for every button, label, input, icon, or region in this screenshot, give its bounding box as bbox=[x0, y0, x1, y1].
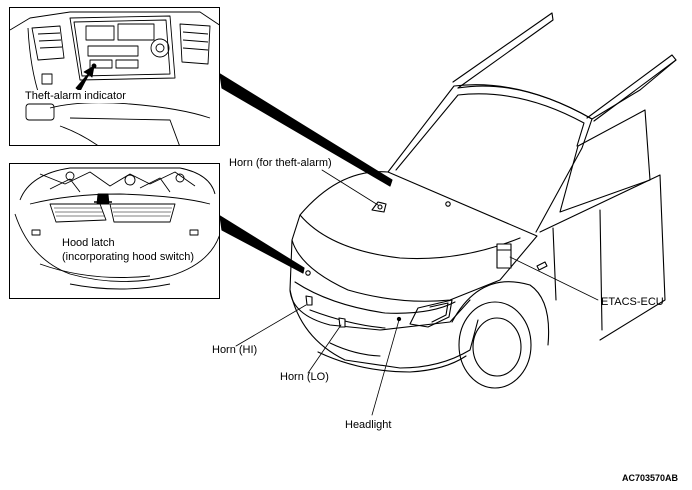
etacs-ecu-component bbox=[496, 243, 512, 269]
theft-alarm-indicator-label: Theft-alarm indicator bbox=[24, 90, 127, 103]
figure-code: AC703570AB bbox=[622, 473, 679, 483]
theft-horn-mount bbox=[377, 204, 383, 210]
inset-dashboard: Theft-alarm indicator bbox=[9, 7, 220, 146]
wheel-arch bbox=[451, 281, 550, 346]
roof-rail-right bbox=[586, 54, 677, 122]
label-headlight: Headlight bbox=[345, 419, 392, 431]
leader-horn-lo bbox=[307, 324, 342, 374]
inset-pointer-top bbox=[219, 73, 393, 187]
side-body bbox=[539, 174, 666, 341]
label-horn-hi: Horn (HI) bbox=[212, 344, 258, 356]
leader-theft-horn bbox=[321, 169, 379, 206]
bumper-lower bbox=[317, 351, 467, 373]
label-etacs-ecu: ETACS-ECU bbox=[601, 296, 664, 308]
headlight-lens bbox=[429, 302, 449, 323]
fog-area bbox=[329, 342, 381, 357]
door-line bbox=[552, 209, 603, 331]
grille-lower bbox=[309, 309, 386, 329]
windshield-inner bbox=[395, 93, 585, 171]
front-wheel bbox=[458, 301, 532, 389]
side-window bbox=[559, 109, 651, 213]
front-bumper bbox=[289, 289, 479, 369]
roof-rail-left bbox=[452, 12, 554, 89]
side-marker bbox=[536, 261, 548, 271]
hood-point bbox=[445, 201, 451, 207]
label-horn-lo: Horn (LO) bbox=[280, 371, 329, 383]
leader-horn-hi bbox=[235, 304, 307, 347]
horn-lo-component bbox=[338, 317, 346, 328]
theft-horn-component bbox=[371, 201, 387, 213]
headlight-housing bbox=[409, 299, 453, 328]
leader-headlight bbox=[371, 319, 400, 416]
inset-pointer-bottom bbox=[219, 215, 305, 274]
dashboard-drawing bbox=[10, 11, 219, 145]
label-horn-theft-alarm: Horn (for theft-alarm) bbox=[229, 157, 332, 169]
hood-crease bbox=[299, 214, 521, 260]
leader-etacs bbox=[509, 256, 599, 301]
engine-bay-drawing bbox=[14, 167, 219, 290]
grille-upper bbox=[294, 281, 456, 314]
inset-engine-bay: Hood latch (incorporating hood switch) bbox=[9, 163, 220, 299]
hood-latch-label-line2: (incorporating hood switch) bbox=[61, 251, 196, 264]
windshield bbox=[387, 84, 593, 233]
horn-hi-component bbox=[305, 295, 313, 306]
a-pillar bbox=[591, 59, 677, 120]
hood-latch-label-line1: Hood latch bbox=[61, 237, 116, 250]
hood-latch-point bbox=[305, 270, 311, 276]
leader-lines bbox=[235, 169, 599, 416]
hood bbox=[291, 171, 538, 302]
front-wheel-hub bbox=[472, 317, 522, 377]
